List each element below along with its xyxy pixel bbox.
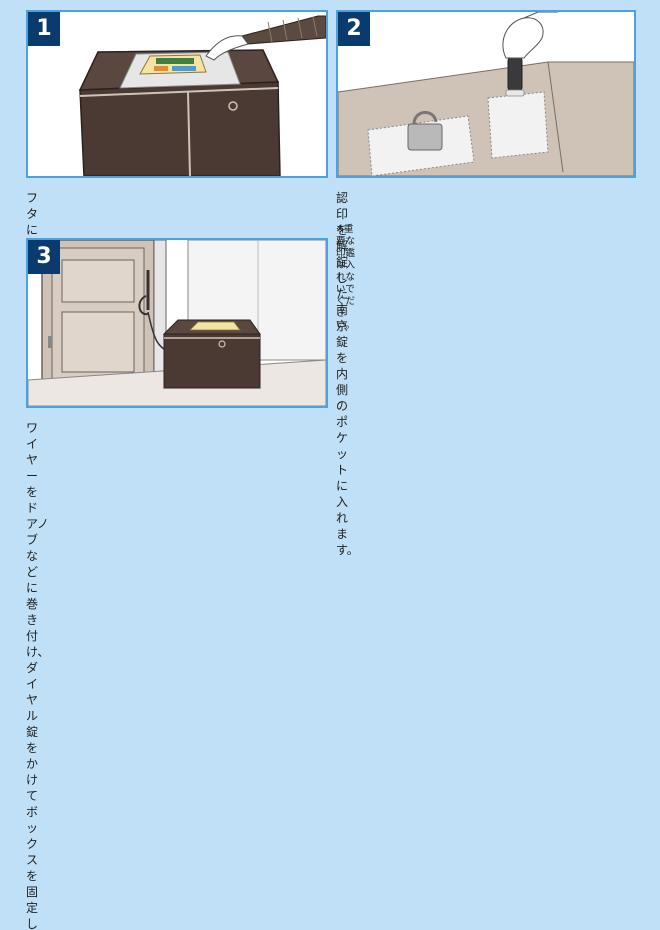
step-3-caption: ワイヤーをドアノブなどに巻き付け、ダイヤル錠 をかけてボックスを固定します。	[26, 420, 49, 930]
step-number-badge: 3	[28, 240, 60, 274]
step-number-badge: 1	[28, 12, 60, 46]
step-number-badge: 2	[338, 12, 370, 46]
step-2-note: ※重要な印鑑は入れないでください。	[336, 224, 356, 331]
step-3-illustration: 3	[26, 238, 328, 408]
caption-line: をかけてボックスを固定します。	[26, 741, 39, 930]
step-1-illustration: 1	[26, 10, 328, 178]
caption-line: ワイヤーをドアノブなどに巻き付け、ダイヤル錠	[26, 421, 50, 739]
box-secured-at-door-illustration	[28, 240, 326, 406]
caption-line: 入れます。	[336, 495, 359, 557]
step-2-illustration: 2	[336, 10, 636, 178]
box-with-pop-sheet-illustration	[78, 15, 326, 176]
padlock-into-pocket-illustration	[338, 12, 634, 176]
